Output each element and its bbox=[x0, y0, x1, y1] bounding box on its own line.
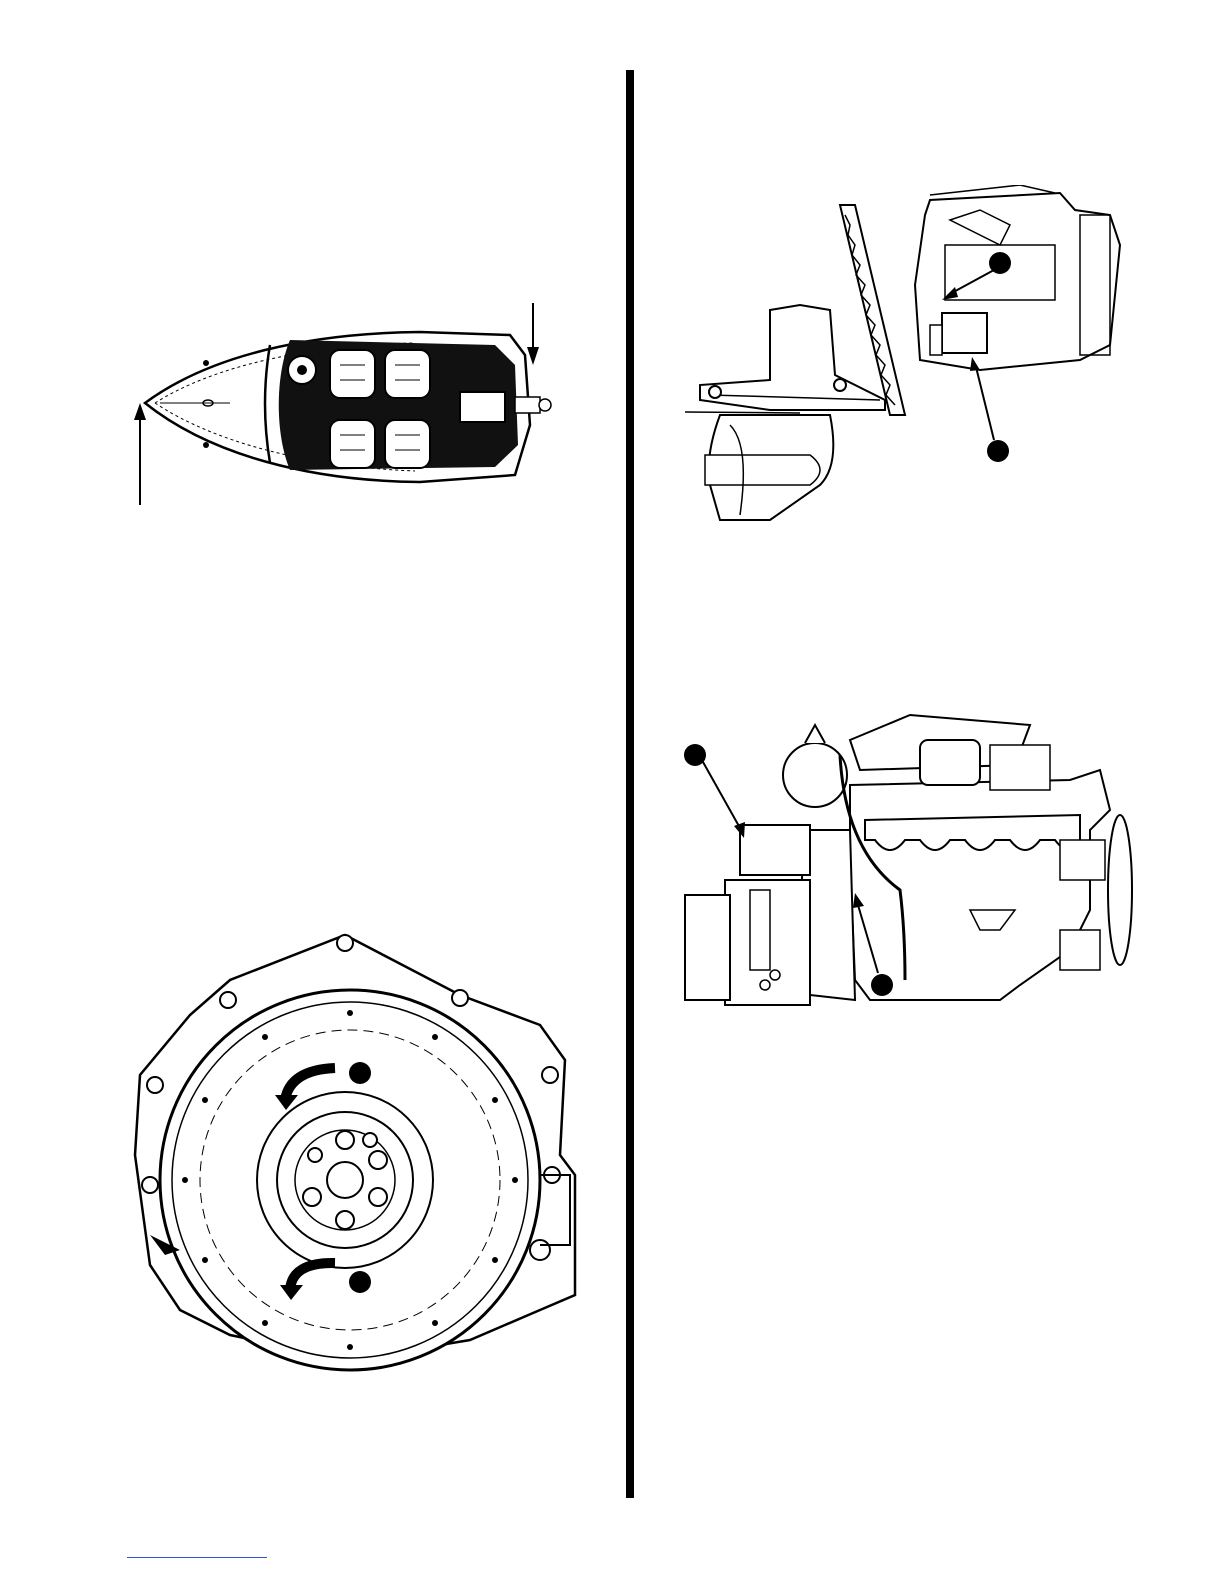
callout-dot-lower bbox=[987, 440, 1009, 462]
column-divider bbox=[626, 70, 634, 1498]
engine-cover bbox=[460, 392, 505, 422]
footer-rule bbox=[127, 1557, 267, 1558]
boat-top-view-drawing bbox=[120, 295, 560, 510]
callout-dot-top bbox=[349, 1062, 371, 1084]
arrow-down-head bbox=[527, 347, 539, 365]
callout-dot-bottom bbox=[349, 1271, 371, 1293]
transmission bbox=[740, 825, 810, 875]
engine-drawing bbox=[670, 710, 1150, 1040]
callout-dot-bottom bbox=[871, 974, 893, 996]
drive-unit bbox=[700, 305, 885, 410]
sterndrive-drawing bbox=[680, 185, 1140, 535]
flywheel-drawing bbox=[120, 925, 590, 1375]
arrow-up-head bbox=[134, 403, 146, 420]
